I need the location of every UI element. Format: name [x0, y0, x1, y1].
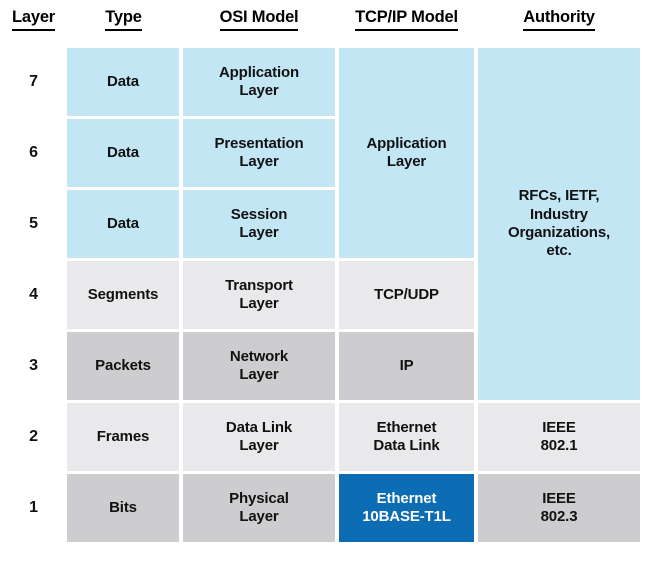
column-header-osi-model: OSI Model	[182, 8, 336, 31]
type-cell: Frames	[67, 403, 179, 471]
layer-number-cell: 4	[29, 286, 38, 304]
column-header-tcpip-model: TCP/IP Model	[338, 8, 475, 31]
layer-number-cell: 7	[29, 73, 38, 91]
column-header-type: Type	[67, 8, 180, 31]
tcpip-layer-cell-transport: TCP/UDP	[339, 261, 474, 329]
type-cell: Data	[67, 48, 179, 116]
type-cell: Bits	[67, 474, 179, 542]
layer-number-cell: 6	[29, 144, 38, 162]
type-cell: Data	[67, 119, 179, 187]
tcpip-layer-cell-internet: IP	[339, 332, 474, 400]
layer-number-cell: 5	[29, 215, 38, 233]
table-body: 7 6 5 4 3 2 1 Data Data Data Segments Pa…	[0, 48, 648, 578]
layer-number-cell: 3	[29, 357, 38, 375]
column-header-authority: Authority	[478, 8, 640, 31]
column-header-layer-label: Layer	[11, 8, 55, 31]
table-header-row: Layer Type OSI Model TCP/IP Model Author…	[0, 0, 648, 44]
column-header-tcpip-model-label: TCP/IP Model	[355, 8, 458, 31]
type-cell: Data	[67, 190, 179, 258]
type-cell: Segments	[67, 261, 179, 329]
column-header-type-label: Type	[105, 8, 142, 31]
column-header-osi-model-label: OSI Model	[219, 8, 299, 31]
column-header-authority-label: Authority	[523, 8, 595, 31]
type-cell: Packets	[67, 332, 179, 400]
layer-number-cell: 2	[29, 428, 38, 446]
column-header-layer: Layer	[0, 8, 67, 31]
layer-number-cell: 1	[29, 499, 38, 517]
